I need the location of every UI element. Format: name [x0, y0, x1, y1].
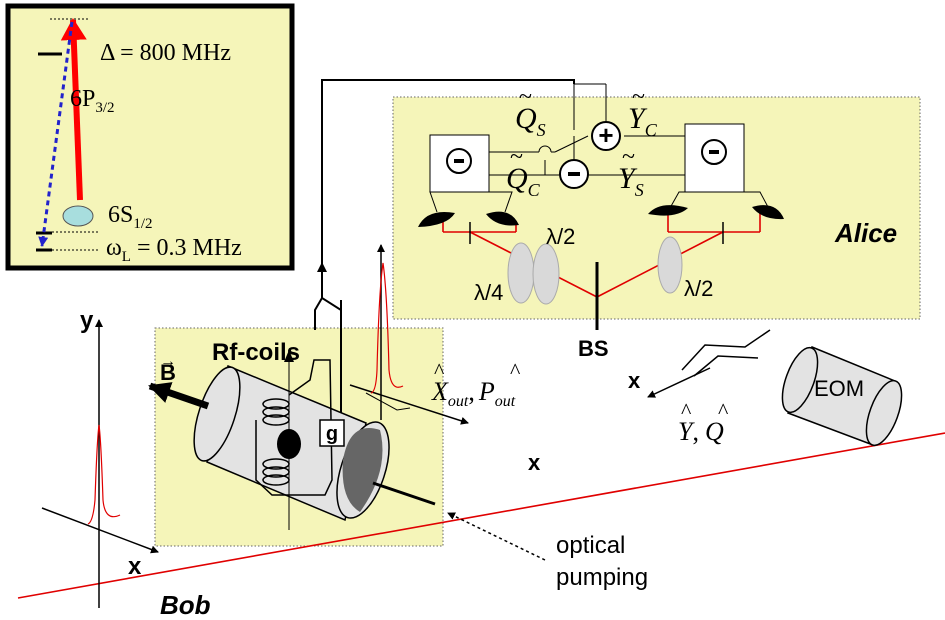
lambda-half-label-2: λ/2 — [684, 276, 713, 301]
detector-left-2 — [486, 211, 519, 226]
lambda-quarter-label: λ/4 — [474, 280, 503, 305]
pulse-out — [370, 262, 404, 394]
x-label-mid: x — [528, 450, 541, 475]
svg-text:^: ^ — [434, 358, 445, 383]
rf-coils-label: Rf-coils — [212, 339, 300, 366]
gain-label: g — [326, 423, 338, 445]
x-label-right: x — [628, 368, 641, 393]
laser-beam — [17, 432, 945, 599]
detuning-label: Δ = 800 MHz — [100, 40, 231, 66]
level-diagram-inset: Δ = 800 MHz 6P3/2 6S1/2 ωL = 0.3 MHz — [5, 3, 295, 271]
y-tilde-c-label: YC — [628, 102, 658, 140]
detector-left-1 — [418, 211, 455, 227]
x-out-p-out-label: Xout,Pout — [431, 377, 516, 410]
svg-text:→: → — [160, 353, 176, 370]
excited-state-label: 6P3/2 — [70, 86, 115, 116]
rf-coils — [255, 359, 333, 496]
optical-pumping-label-line1: optical — [556, 532, 625, 559]
q-tilde-c-label: QC — [506, 162, 541, 200]
x-axis-out — [349, 384, 469, 425]
x-axis-bob — [41, 507, 159, 554]
lambda-half-label-1: λ/2 — [546, 224, 575, 249]
y-hat-q-hat-label: Y,Q — [678, 417, 724, 446]
pump-beam — [372, 481, 436, 506]
x-axis-right — [647, 367, 711, 398]
eom-device: EOM — [781, 346, 903, 447]
b-field-label: B — [160, 360, 176, 385]
svg-text:+: + — [598, 120, 613, 150]
pump-arrow — [60, 18, 87, 201]
q-tilde-s-label: QS — [515, 102, 546, 140]
detector-right-2 — [752, 205, 784, 220]
bob-label: Bob — [160, 590, 211, 620]
plus-node — [591, 121, 621, 151]
bs-label: BS — [578, 336, 609, 361]
alice-label: Alice — [834, 218, 897, 248]
detector-right-1 — [648, 205, 688, 216]
x-axis-label-bob: x — [128, 553, 142, 580]
optical-pumping-arrow — [447, 512, 546, 561]
optical-pumping-label-line2: pumping — [556, 564, 648, 591]
lambda-half-plate-2 — [657, 236, 683, 294]
svg-text:~: ~ — [622, 144, 635, 170]
gain-box — [319, 419, 345, 447]
larmor-frequency-label: ωL = 0.3 MHz — [106, 235, 242, 265]
svg-text:^: ^ — [681, 398, 692, 423]
atom-population — [62, 205, 94, 227]
svg-text:~: ~ — [510, 144, 523, 170]
y-tilde-s-label: YS — [618, 162, 644, 200]
ground-state-label: 6S1/2 — [108, 202, 153, 232]
svg-text:~: ~ — [632, 84, 645, 110]
lambda-quarter-plate — [507, 242, 535, 304]
pulse-bob — [87, 424, 121, 525]
svg-text:~: ~ — [519, 84, 532, 110]
b-field-arrow — [148, 382, 210, 410]
svg-text:^: ^ — [718, 398, 729, 423]
lambda-half-plate-1 — [532, 243, 560, 305]
raman-dashed-arrow — [38, 21, 74, 247]
eom-label: EOM — [814, 376, 864, 401]
y-axis-label: y — [80, 307, 94, 334]
svg-text:^: ^ — [510, 358, 521, 383]
